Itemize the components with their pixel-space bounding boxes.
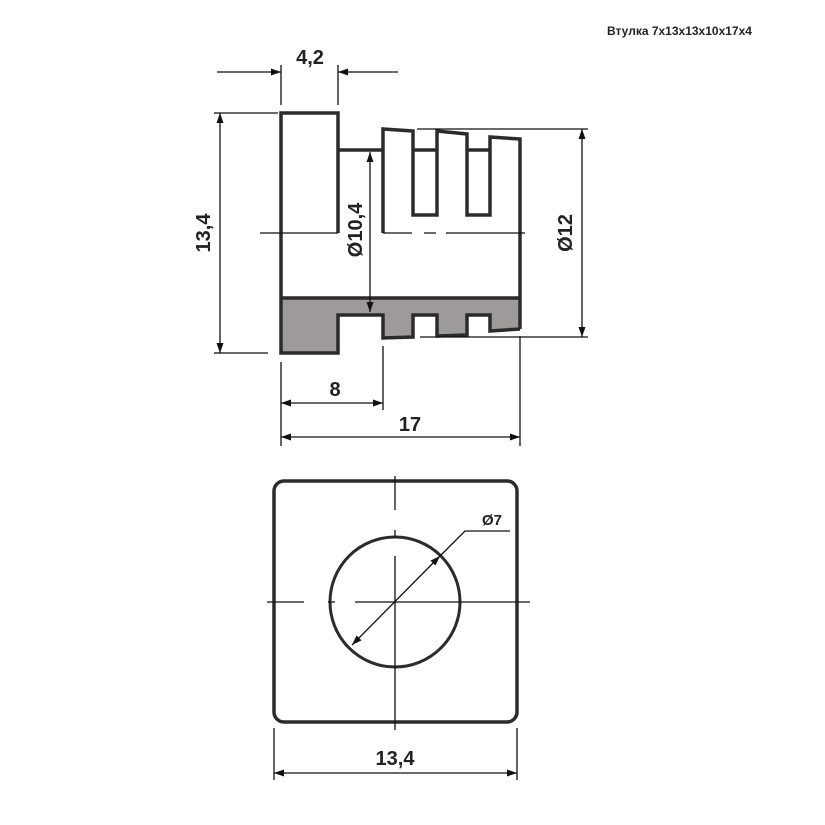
dim-outer-diameter: Ø12 xyxy=(555,214,577,252)
part-outline-lower xyxy=(279,296,521,355)
dim-hole-line xyxy=(351,555,441,646)
dim-total-height: 13,4 xyxy=(193,213,215,253)
part-outline-upper xyxy=(279,111,522,329)
dim-flange-extension xyxy=(280,65,339,105)
dim-hole-leader xyxy=(439,530,510,557)
dim-height-extension xyxy=(214,112,278,354)
front-view: Ø7 13,4 xyxy=(267,476,530,780)
dim-outer-extension xyxy=(417,128,588,338)
drawing-title: Втулка 7x13x13x10x17x4 xyxy=(607,24,752,38)
dim-hole-diameter: Ø7 xyxy=(482,512,502,529)
dim-flange-width: 4,2 xyxy=(296,47,324,69)
section-fill xyxy=(281,298,520,353)
dim-shank-length: 8 xyxy=(329,379,340,401)
dim-inner-diameter: Ø10,4 xyxy=(345,202,367,257)
dim-front-width: 13,4 xyxy=(376,748,416,770)
dim-total-length: 17 xyxy=(399,414,421,436)
side-view: 4,2 13,4 Ø10,4 Ø12 8 17 xyxy=(193,47,588,446)
